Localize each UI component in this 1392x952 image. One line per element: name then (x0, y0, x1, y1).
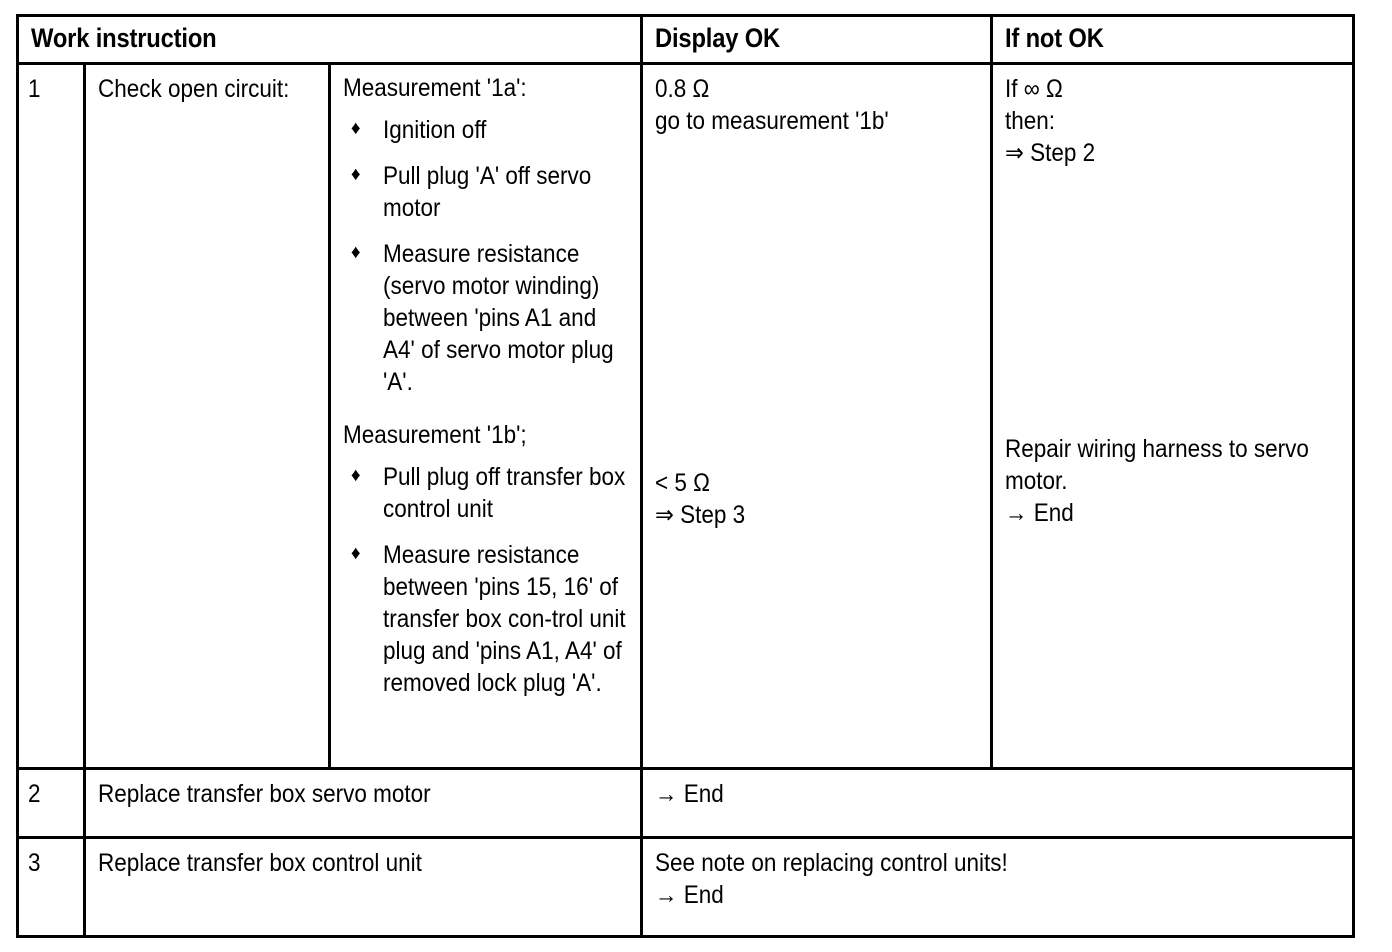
list-item-text: Ignition off (382, 115, 487, 144)
if-not-ok-cell: If ∞ Ω then: ⇒ Step 2 Repair wiring harn… (989, 63, 1352, 769)
step-description-cell: Replace transfer box control unit (82, 836, 642, 935)
diamond-bullet-icon: ♦ (350, 465, 361, 486)
step-description: Check open circuit: (97, 74, 290, 103)
measurement-1a-block: Measurement '1a': ♦ Ignition off ♦ Pull … (343, 73, 630, 398)
step-number: 2 (28, 780, 41, 808)
column-header-display-ok: Display OK (640, 17, 992, 65)
measurement-1b-block: Measurement '1b'; ♦ Pull plug off transf… (343, 420, 630, 699)
display-ok-measurement-1a: 0.8 Ω go to measurement '1b' (655, 74, 890, 135)
work-instruction-table: Work instruction Display OK If not OK 1 … (16, 14, 1355, 938)
if-not-ok-measurement-1b: Repair wiring harness to servo motor. → … (1004, 434, 1309, 527)
block-spacer (343, 398, 630, 420)
list-item-text: Measure resistance between 'pins 15, 16'… (382, 541, 626, 697)
list-item: ♦ Ignition off (343, 114, 630, 146)
result-cell: → End (640, 767, 1352, 838)
step-description-cell: Replace transfer box servo motor (82, 767, 642, 838)
step-number-cell: 3 (19, 836, 85, 935)
header-if-not-ok-label: If not OK (1004, 23, 1104, 53)
step-number-cell: 1 (19, 63, 84, 769)
list-item-text: Measure resistance (servo motor winding)… (382, 239, 614, 396)
table-row: 1 Check open circuit: Measurement '1a': (19, 63, 1352, 769)
step-description: Replace transfer box servo motor (97, 780, 431, 808)
list-item-text: Pull plug off transfer box control unit (382, 463, 626, 523)
list-item-text: Pull plug 'A' off servo motor (382, 161, 592, 222)
if-not-ok-spacer (1005, 169, 1342, 433)
result-cell: See note on replacing control units! → E… (640, 836, 1352, 935)
diamond-bullet-icon: ♦ (350, 241, 361, 263)
measurement-1b-bullet-list: ♦ Pull plug off transfer box control uni… (343, 461, 630, 699)
step-number: 1 (28, 74, 41, 103)
step-description-cell: Check open circuit: (82, 63, 330, 769)
column-header-work-instruction: Work instruction (19, 17, 642, 65)
table-header-row: Work instruction Display OK If not OK (19, 17, 1352, 65)
column-header-if-not-ok: If not OK (989, 17, 1352, 65)
diagnostic-steps-table: Work instruction Display OK If not OK 1 … (19, 17, 1352, 935)
if-not-ok-measurement-1a: If ∞ Ω then: ⇒ Step 2 (1004, 74, 1095, 167)
step-number-cell: 2 (19, 767, 85, 838)
display-ok-cell: 0.8 Ω go to measurement '1b' < 5 Ω ⇒ Ste… (640, 63, 992, 769)
step-description: Replace transfer box control unit (97, 849, 422, 877)
header-work-instruction-label: Work instruction (31, 23, 217, 53)
table-row: 2 Replace transfer box servo motor → End (19, 767, 1352, 838)
measurement-1b-title: Measurement '1b'; (342, 420, 527, 449)
list-item: ♦ Pull plug off transfer box control uni… (343, 461, 630, 525)
list-item: ♦ Measure resistance between 'pins 15, 1… (343, 539, 630, 699)
list-item: ♦ Measure resistance (servo motor windin… (343, 238, 630, 398)
list-item: ♦ Pull plug 'A' off servo motor (343, 160, 630, 224)
measurement-1a-title: Measurement '1a': (342, 73, 527, 102)
measurement-1a-bullet-list: ♦ Ignition off ♦ Pull plug 'A' off servo… (343, 114, 630, 398)
result-text: See note on replacing control units! → E… (655, 849, 1009, 909)
header-display-ok-label: Display OK (655, 23, 781, 53)
step-number: 3 (28, 849, 41, 877)
diamond-bullet-icon: ♦ (350, 117, 361, 139)
diamond-bullet-icon: ♦ (350, 163, 361, 185)
display-ok-spacer (655, 137, 980, 467)
measurement-instructions-cell: Measurement '1a': ♦ Ignition off ♦ Pull … (327, 63, 642, 769)
table-row: 3 Replace transfer box control unit See … (19, 836, 1352, 935)
display-ok-measurement-1b: < 5 Ω ⇒ Step 3 (655, 468, 746, 529)
diamond-bullet-icon: ♦ (350, 543, 361, 564)
result-text: → End (655, 780, 725, 808)
